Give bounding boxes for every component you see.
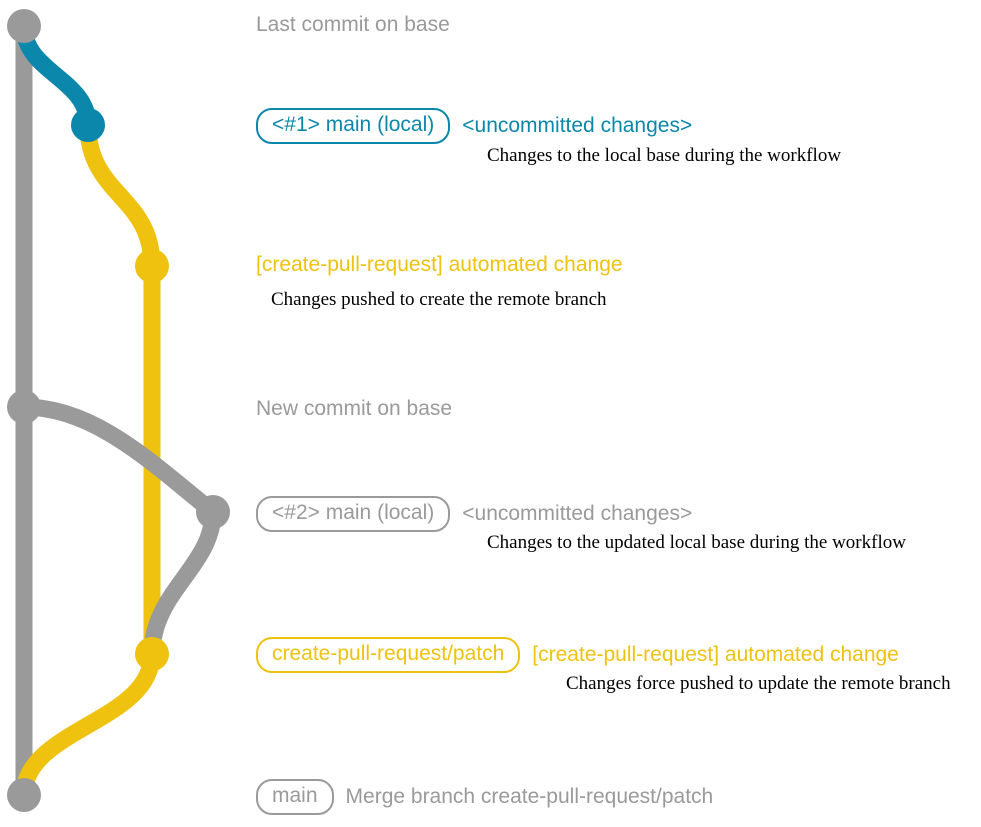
branch-pill-main[interactable]: main — [256, 779, 334, 816]
branch-pill-local-2[interactable]: <#2> main (local) — [256, 496, 451, 533]
commit-node-local-2[interactable] — [196, 495, 230, 529]
annotation-local-1: <#1> main (local) <uncommitted changes> — [256, 108, 693, 145]
edge-patch2-to-merge — [15, 645, 161, 804]
annotation-local-2: <#2> main (local) <uncommitted changes> — [256, 496, 693, 533]
edge-local2-to-patch2 — [143, 503, 222, 663]
commit-node-base-merge[interactable] — [7, 778, 41, 812]
annotation-patch-1: [create-pull-request] automated change — [256, 253, 623, 276]
edge-basenew-to-local2 — [15, 398, 222, 521]
annotation-headline-new-commit: New commit on base — [256, 397, 453, 420]
commit-node-local-1[interactable] — [71, 108, 105, 142]
annotation-headline-local-2: <uncommitted changes> — [462, 502, 693, 525]
annotation-headline-patch-2: [create-pull-request] automated change — [532, 643, 899, 666]
commit-node-patch-1[interactable] — [135, 249, 169, 283]
annotation-subcaption-patch-1: Changes pushed to create the remote bran… — [271, 289, 607, 310]
annotation-last-commit: Last commit on base — [256, 13, 450, 36]
branch-pill-patch-2[interactable]: create-pull-request/patch — [256, 637, 521, 674]
edge-local1-to-patch1 — [79, 116, 161, 275]
annotation-subcaption-patch-2: Changes force pushed to update the remot… — [566, 673, 951, 694]
annotation-headline-last-commit: Last commit on base — [256, 13, 450, 36]
annotation-subcaption-local-1: Changes to the local base during the wor… — [487, 145, 842, 166]
annotation-patch-2: create-pull-request/patch [create-pull-r… — [256, 637, 899, 674]
commit-node-base-head[interactable] — [7, 9, 41, 43]
commit-node-patch-2[interactable] — [135, 637, 169, 671]
annotation-merge: main Merge branch create-pull-request/pa… — [256, 779, 714, 816]
annotation-headline-patch-1: [create-pull-request] automated change — [256, 253, 623, 276]
annotation-headline-merge: Merge branch create-pull-request/patch — [345, 785, 714, 808]
branch-pill-local-1[interactable]: <#1> main (local) — [256, 108, 451, 145]
annotation-headline-local-1: <uncommitted changes> — [462, 114, 693, 137]
annotation-new-commit: New commit on base — [256, 397, 453, 420]
annotation-subcaption-local-2: Changes to the updated local base during… — [487, 532, 906, 553]
commit-node-base-new[interactable] — [7, 390, 41, 424]
